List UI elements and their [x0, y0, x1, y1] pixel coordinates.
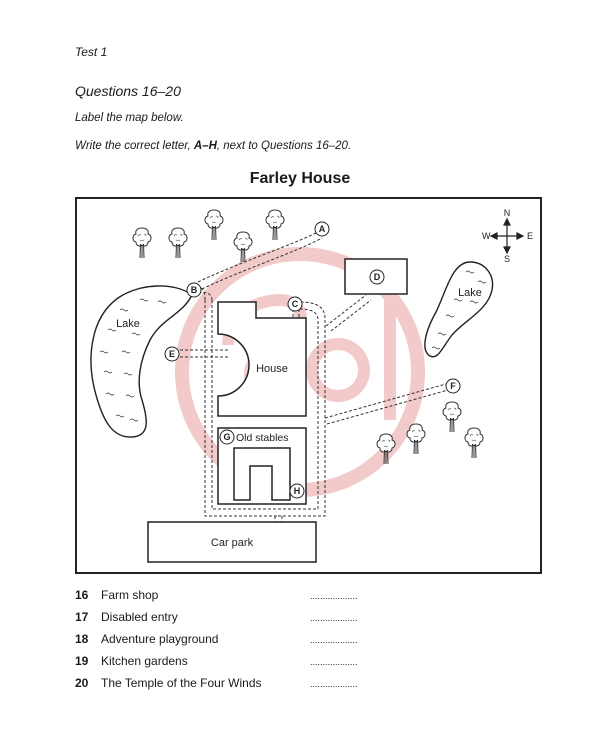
svg-text:C: C [292, 299, 299, 309]
car-park-label: Car park [211, 537, 254, 549]
map-title: Farley House [249, 170, 351, 187]
questions-heading: Questions 16–20 [75, 83, 181, 99]
question-text: Adventure playground [101, 632, 219, 646]
instruction-text-post: , next to Questions 16–20. [216, 140, 352, 152]
lake-west-ripples [99, 298, 167, 422]
instruction-label-map: Label the map below. [75, 112, 184, 124]
svg-text:H: H [294, 486, 301, 496]
answer-blank[interactable]: ................... [310, 635, 358, 645]
marker-d: D [369, 269, 385, 285]
house-label: House [256, 363, 288, 375]
test-label: Test 1 [75, 45, 108, 59]
lake-west [90, 285, 193, 438]
compass-icon [489, 217, 525, 255]
answer-blank[interactable]: ................... [310, 679, 358, 689]
svg-text:D: D [374, 272, 381, 282]
compass-s: S [504, 254, 510, 264]
paths [180, 231, 449, 522]
compass-n: N [504, 208, 511, 218]
answer-blank[interactable]: ................... [310, 591, 358, 601]
compass-e: E [527, 231, 533, 241]
marker-b: B [186, 282, 202, 298]
lake-east-label: Lake [458, 287, 482, 299]
answer-blank[interactable]: ................... [310, 657, 358, 667]
question-text: Kitchen gardens [101, 654, 188, 668]
svg-text:F: F [450, 381, 456, 391]
lake-east [424, 261, 494, 358]
compass-w: W [482, 231, 491, 241]
marker-f: F [445, 378, 461, 394]
marker-e: E [164, 346, 180, 362]
question-number: 20 [75, 676, 89, 690]
car-park [147, 521, 317, 563]
question-number: 16 [75, 588, 89, 602]
tree-icon [442, 401, 462, 433]
building-d [344, 258, 408, 295]
question-19: 19 Kitchen gardens ................... [75, 654, 375, 670]
tree-icon [265, 209, 285, 241]
tree-icon [132, 227, 152, 259]
marker-c: C [287, 296, 303, 312]
question-20: 20 The Temple of the Four Winds ........… [75, 676, 375, 692]
question-text: Farm shop [101, 588, 159, 602]
instruction-write-letter: Write the correct letter, A–H, next to Q… [75, 140, 351, 152]
question-16: 16 Farm shop ................... [75, 588, 375, 604]
house-building [217, 301, 307, 417]
old-stables-inner [233, 447, 291, 501]
old-stables-label: Old stables [236, 432, 289, 444]
question-number: 18 [75, 632, 89, 646]
lake-west-label: Lake [116, 318, 140, 330]
marker-g: G [219, 429, 235, 445]
marker-a: A [314, 221, 330, 237]
svg-text:B: B [191, 285, 198, 295]
question-text: The Temple of the Four Winds [101, 676, 262, 690]
tree-icon [233, 231, 253, 263]
marker-h: H [289, 483, 305, 499]
instruction-letter-range: A–H [193, 140, 217, 152]
answer-blank[interactable]: ................... [310, 613, 358, 623]
tree-icon [204, 209, 224, 241]
question-number: 19 [75, 654, 89, 668]
map-border [75, 197, 542, 574]
tree-icon [168, 227, 188, 259]
question-18: 18 Adventure playground ................… [75, 632, 375, 648]
tree-icon [464, 427, 484, 459]
lake-east-ripples [431, 270, 487, 350]
question-text: Disabled entry [101, 610, 178, 624]
svg-text:A: A [319, 224, 326, 234]
tree-icon [406, 423, 426, 455]
svg-text:G: G [223, 432, 230, 442]
question-17: 17 Disabled entry ................... [75, 610, 375, 626]
instruction-text-pre: Write the correct letter, [75, 140, 194, 152]
svg-text:E: E [169, 349, 175, 359]
question-number: 17 [75, 610, 89, 624]
